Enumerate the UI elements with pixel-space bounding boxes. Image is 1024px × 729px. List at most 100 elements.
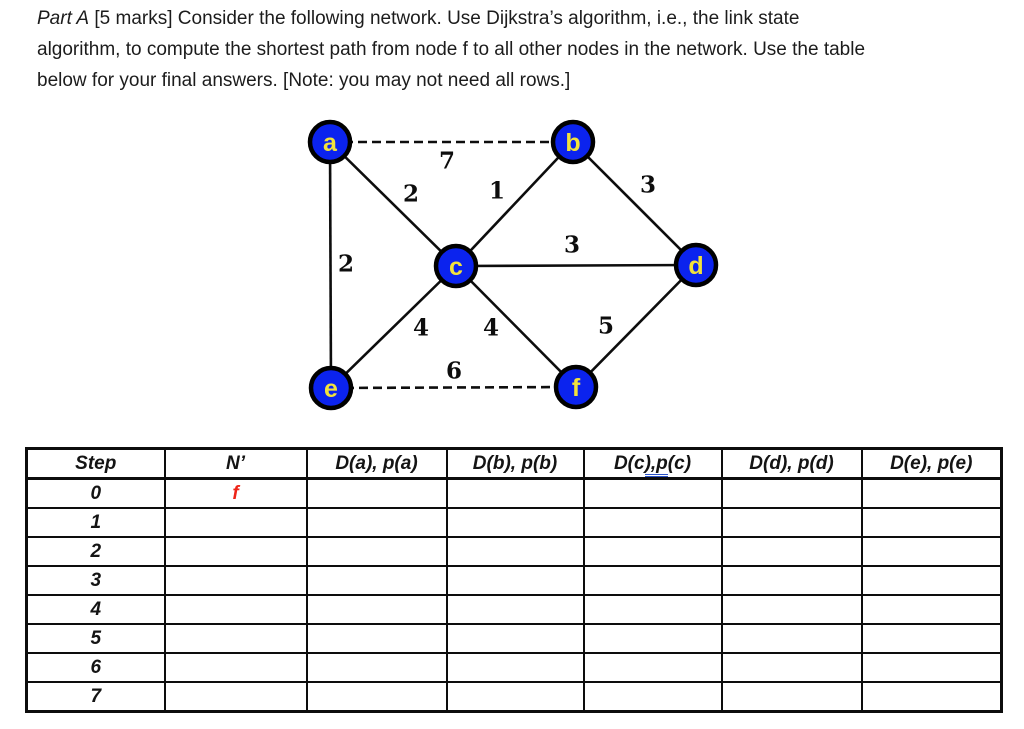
edge-weight-a-c: 2	[403, 181, 419, 208]
answer-cell	[720, 681, 863, 713]
node-label-d: d	[688, 252, 703, 280]
answer-cell	[860, 507, 1003, 538]
edge-c-f	[455, 265, 577, 388]
table-row-step-6: 6	[25, 652, 1003, 683]
edge-weight-b-d: 3	[640, 172, 656, 199]
answer-cell	[445, 623, 585, 654]
answer-cell	[582, 681, 723, 713]
answer-cell	[720, 507, 863, 538]
nprime-cell: f	[163, 477, 308, 509]
answer-cell	[582, 477, 723, 509]
node-d	[673, 242, 719, 288]
column-header-dcpc: D(c),p(c)	[582, 447, 723, 480]
answer-cell	[305, 565, 448, 596]
edge-weight-c-d: 3	[564, 232, 580, 259]
answer-cell	[582, 565, 723, 596]
table-row-step-3: 3	[25, 565, 1003, 596]
node-label-c: c	[449, 253, 463, 281]
answer-cell	[720, 594, 863, 625]
header-text: (c)	[667, 452, 692, 474]
answer-cell	[860, 536, 1003, 567]
answer-cell	[720, 477, 863, 509]
table-row-step-1: 1	[25, 507, 1003, 538]
nprime-cell	[163, 652, 308, 683]
edge-c-e	[330, 265, 457, 389]
question-line-1: Part A [5 marks] Consider the following …	[37, 3, 865, 34]
answer-cell	[720, 623, 863, 654]
nprime-cell	[163, 507, 308, 538]
nprime-cell	[163, 681, 308, 713]
edge-a-e	[328, 141, 333, 389]
step-cell: 5	[25, 623, 166, 654]
node-b	[550, 119, 596, 165]
column-header-n: N’	[163, 447, 308, 480]
step-cell: 0	[25, 477, 166, 509]
answer-cell	[860, 652, 1003, 683]
column-header-dbpb: D(b), p(b)	[445, 447, 585, 480]
answer-cell	[582, 623, 723, 654]
answer-cell	[860, 623, 1003, 654]
question-text: Part A [5 marks] Consider the following …	[37, 3, 865, 96]
nprime-cell	[163, 536, 308, 567]
answer-cell	[860, 594, 1003, 625]
edge-c-d	[455, 263, 697, 268]
answer-cell	[445, 594, 585, 625]
edge-weight-a-b: 7	[439, 148, 455, 175]
step-cell: 6	[25, 652, 166, 683]
answer-cell	[305, 594, 448, 625]
answer-cell	[305, 477, 448, 509]
edge-weight-d-f: 5	[598, 313, 614, 340]
nprime-cell	[163, 594, 308, 625]
node-f	[553, 364, 599, 410]
node-c	[433, 243, 479, 289]
question-line-3: below for your final answers. [Note: you…	[37, 70, 571, 91]
table-row-step-7: 7	[25, 681, 1003, 713]
edge-b-d	[572, 141, 697, 266]
column-header-ddpd: D(d), p(d)	[720, 447, 863, 480]
grammar-check-underline: ),p	[644, 452, 668, 476]
node-label-b: b	[565, 129, 580, 157]
table-row-step-5: 5	[25, 623, 1003, 654]
answer-cell	[305, 623, 448, 654]
answer-cell	[305, 681, 448, 713]
answer-cell	[860, 477, 1003, 509]
answer-cell	[582, 536, 723, 567]
step-cell: 7	[25, 681, 166, 713]
question-line-2: algorithm, to compute the shortest path …	[37, 39, 866, 60]
answer-cell	[305, 507, 448, 538]
edge-a-c	[329, 141, 457, 267]
edge-e-f	[330, 385, 577, 390]
answer-cell	[720, 565, 863, 596]
answer-cell	[582, 652, 723, 683]
edge-weight-e-f: 6	[446, 358, 462, 385]
edge-weight-b-c: 1	[489, 178, 505, 205]
answer-cell	[445, 536, 585, 567]
answer-cell	[582, 594, 723, 625]
answer-cell	[445, 507, 585, 538]
answer-cell	[860, 681, 1003, 713]
question-line1-rest: [5 marks] Consider the following network…	[89, 8, 800, 29]
answer-cell	[445, 652, 585, 683]
node-label-f: f	[572, 374, 581, 402]
column-header-dapa: D(a), p(a)	[305, 447, 448, 480]
step-cell: 4	[25, 594, 166, 625]
edge-d-f	[575, 264, 697, 388]
edge-b-c	[455, 141, 574, 267]
answer-cell	[582, 507, 723, 538]
edge-weight-c-e: 4	[413, 315, 429, 342]
table-row-step-4: 4	[25, 594, 1003, 625]
node-a	[307, 119, 353, 165]
node-label-a: a	[323, 129, 338, 157]
answer-cell	[445, 477, 585, 509]
answer-cell	[860, 565, 1003, 596]
nprime-cell	[163, 623, 308, 654]
answer-cell	[305, 652, 448, 683]
answer-cell	[720, 536, 863, 567]
edge-weight-a-e: 2	[338, 251, 354, 278]
